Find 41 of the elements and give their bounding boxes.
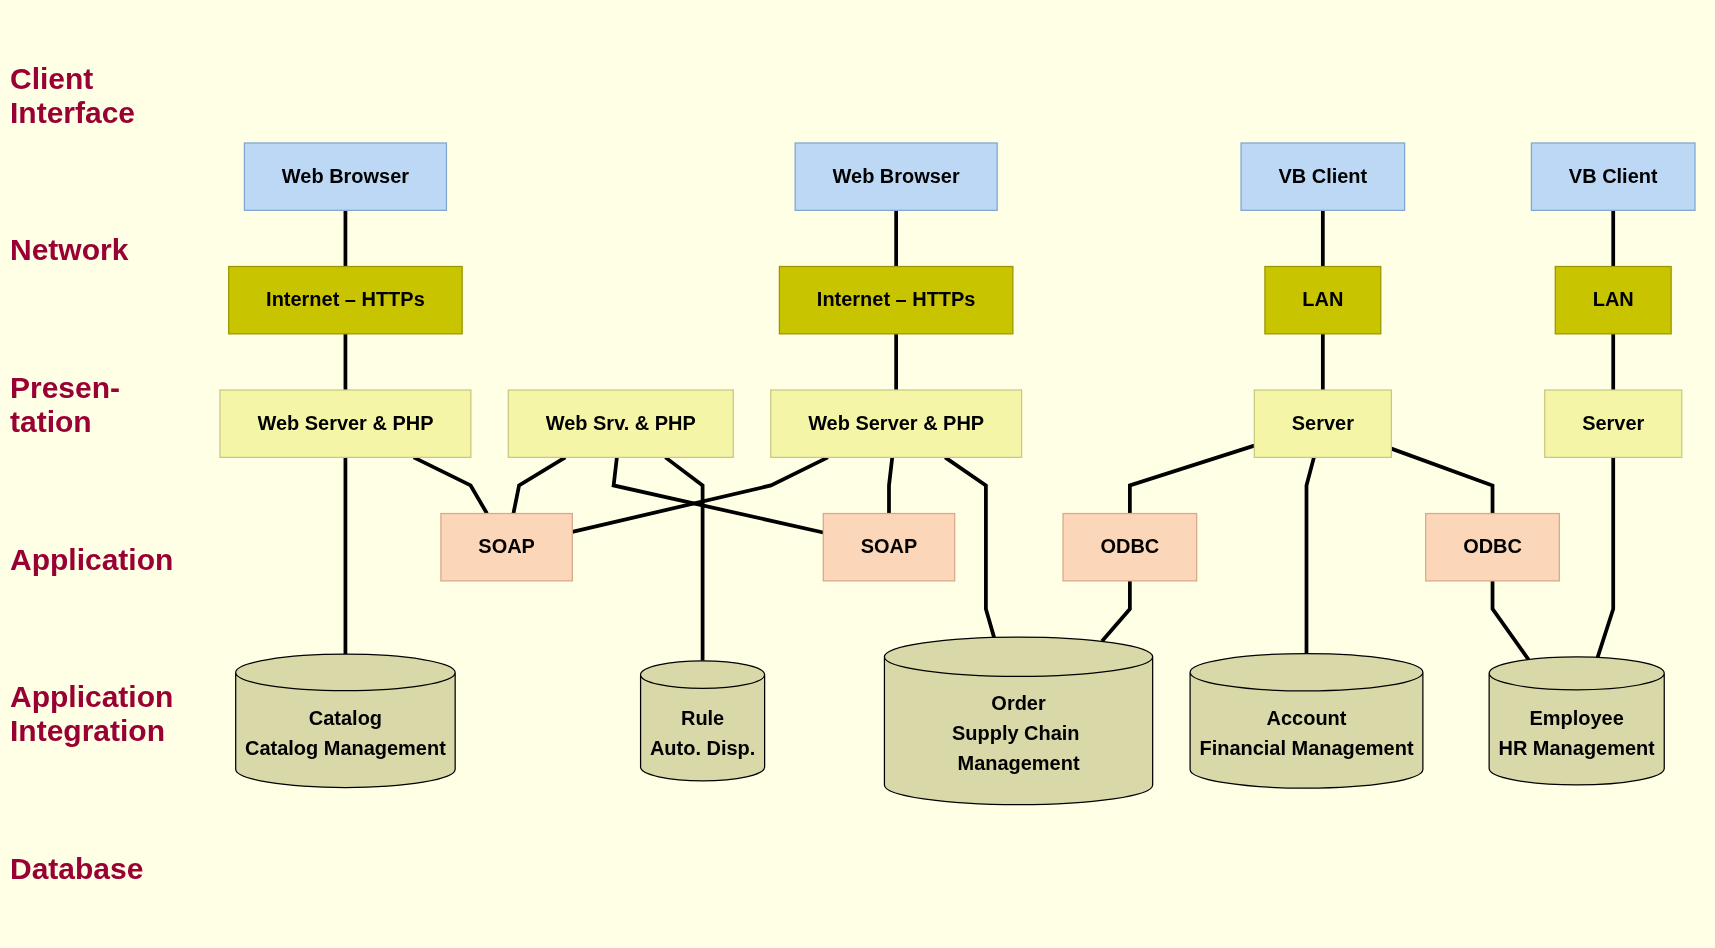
node-box	[1425, 513, 1560, 582]
connector	[611, 457, 824, 535]
node-box	[440, 513, 573, 582]
node-box	[1062, 513, 1198, 582]
connector	[664, 456, 705, 661]
connector	[343, 457, 348, 655]
layer-label: Application Integration	[10, 680, 175, 749]
connector	[1595, 457, 1616, 659]
connector	[894, 210, 898, 267]
node-box	[228, 266, 463, 335]
layer-label: Application	[10, 542, 175, 577]
node-box	[243, 142, 448, 212]
node-box	[1544, 389, 1683, 459]
layer-label: Network	[10, 233, 130, 268]
connector	[343, 210, 348, 267]
node-box	[1240, 142, 1406, 212]
connector	[894, 334, 898, 391]
connector	[887, 457, 895, 514]
connector	[1490, 581, 1531, 661]
connector	[1611, 334, 1616, 391]
connector	[1128, 443, 1255, 514]
connector	[1320, 334, 1325, 391]
connector	[1320, 210, 1325, 267]
layer-label: Database	[10, 852, 145, 887]
connector	[343, 334, 348, 391]
node-box	[794, 142, 998, 212]
layer-label: Client Interface	[10, 61, 137, 130]
node-box	[822, 513, 956, 582]
architecture-diagram: Web Browser Web Browser VB Client VB Client Internet – HTTPs Internet – HTTPs LAN LAN Web Server & PHP Web Srv. & PHP Web Server & PHP Server Server SOAP SOAP ODBC ODBC Catalog Catalog Management Rule Auto. Disp. Order Supply Chain Management Account Financial Management Employee HR Management	[210, 133, 1705, 815]
connector	[1100, 581, 1132, 643]
connector	[1304, 457, 1316, 654]
node-box	[778, 266, 1014, 335]
node-box	[770, 389, 1023, 459]
node-box	[1253, 389, 1392, 459]
node-box	[219, 389, 472, 459]
node-box	[1530, 142, 1696, 212]
node-box	[1554, 266, 1672, 335]
node-box	[507, 389, 734, 459]
connector	[1611, 210, 1616, 267]
layer-label: Presen- tation	[10, 371, 122, 440]
node-box	[1264, 266, 1382, 335]
